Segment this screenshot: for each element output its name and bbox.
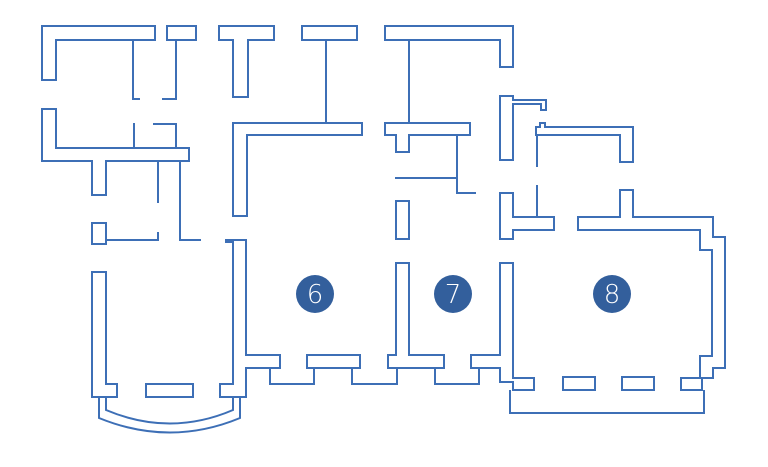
wall-room6-7-divider: [387, 262, 445, 369]
wall-bay-right: [219, 239, 281, 398]
room-badge-8[interactable]: 8: [593, 275, 631, 313]
wall-t-top: [218, 25, 275, 98]
wall-left-middle: [41, 108, 190, 196]
wall-top-right: [384, 25, 514, 68]
room-badge-7[interactable]: 7: [434, 275, 472, 313]
room-8-circle: [593, 275, 631, 313]
wall-bay-window: [145, 383, 194, 398]
room-badge-6[interactable]: 6: [296, 275, 334, 313]
wall-room8-window-1: [562, 376, 596, 391]
walls: [41, 25, 726, 434]
partition: [106, 232, 159, 241]
partition: [456, 135, 476, 194]
wall-right-upper-left: [499, 95, 547, 161]
wall-room8-window-2: [621, 376, 655, 391]
room-7-label: 7: [445, 280, 462, 310]
wall-top-box: [301, 25, 358, 41]
bay-curve-inner: [105, 397, 234, 425]
wall-room6-top: [232, 122, 363, 217]
bay-curve-outer: [98, 397, 241, 434]
wall-room8-top-right: [577, 189, 726, 391]
wall-room8-left-t: [499, 192, 555, 240]
wall-small-box: [91, 222, 107, 245]
sill: [351, 368, 398, 385]
wall-top-small-box: [166, 25, 197, 41]
partition: [162, 40, 177, 100]
partition: [179, 161, 201, 241]
sill: [269, 368, 315, 385]
wall-room7-8-divider: [470, 262, 535, 391]
room-6-label: 6: [307, 280, 324, 310]
wall-room6-bottom-window: [306, 354, 361, 369]
wall-room7-pillar: [395, 200, 410, 240]
room-7-circle: [434, 275, 472, 313]
room-6-circle: [296, 275, 334, 313]
partition: [132, 40, 140, 100]
sill: [434, 368, 480, 385]
wall-room7-top: [384, 122, 471, 153]
balcony-outline: [509, 390, 705, 414]
room-badges: 6 7 8: [296, 275, 631, 313]
wall-top-left: [41, 25, 156, 81]
wall-bay-left: [91, 271, 118, 398]
partition: [153, 123, 177, 148]
room-8-label: 8: [604, 280, 621, 310]
wall-right-upper: [535, 122, 634, 163]
